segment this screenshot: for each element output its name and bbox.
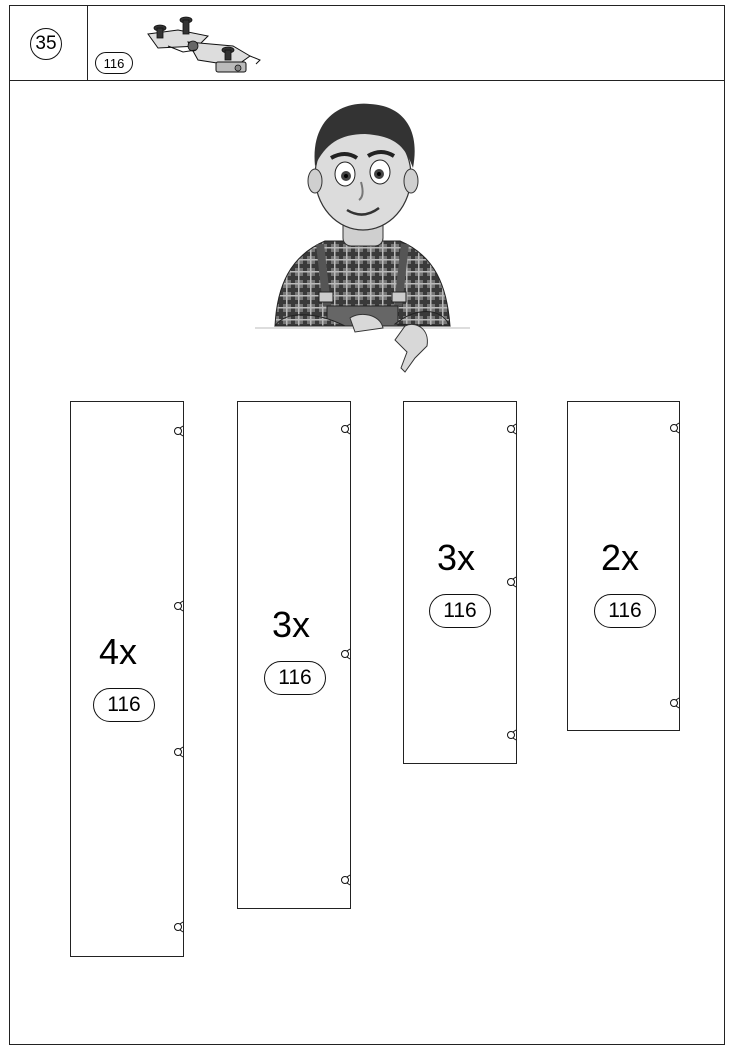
- hinge-illustration: [147, 16, 261, 73]
- hinge-mark-icon: [174, 746, 184, 758]
- quantity-label: 4x: [99, 631, 138, 672]
- hinge-mark-icon: [341, 423, 351, 435]
- quantity-label: 2x: [601, 537, 640, 578]
- quantity-label: 3x: [437, 537, 476, 578]
- assembler-mascot-illustration: [255, 103, 470, 373]
- door-panel-1: 4x 116: [70, 401, 184, 957]
- part-code-badge: 116: [594, 594, 656, 628]
- hinge-mark-icon: [670, 422, 680, 434]
- hinge-mark-icon: [174, 425, 184, 437]
- part-code-badge: 116: [429, 594, 491, 628]
- part-code-badge: 116: [264, 661, 326, 695]
- step-number: 35: [30, 28, 62, 60]
- door-panel-2: 3x 116: [237, 401, 351, 909]
- hinge-mark-icon: [670, 697, 680, 709]
- quantity-label: 3x: [272, 604, 311, 645]
- hinge-mark-icon: [507, 576, 517, 588]
- hinge-mark-icon: [174, 600, 184, 612]
- step-header: 35 116: [9, 5, 725, 81]
- hinge-mark-icon: [507, 423, 517, 435]
- part-code-badge: 116: [93, 688, 155, 722]
- door-panel-4: 2x 116: [567, 401, 680, 731]
- hinge-mark-icon: [341, 874, 351, 886]
- hinge-mark-icon: [507, 729, 517, 741]
- hinge-mark-icon: [341, 648, 351, 660]
- step-number-cell: 35: [10, 6, 88, 80]
- door-panel-3: 3x 116: [403, 401, 517, 764]
- hinge-mark-icon: [174, 921, 184, 933]
- part-code-badge: 116: [95, 52, 133, 74]
